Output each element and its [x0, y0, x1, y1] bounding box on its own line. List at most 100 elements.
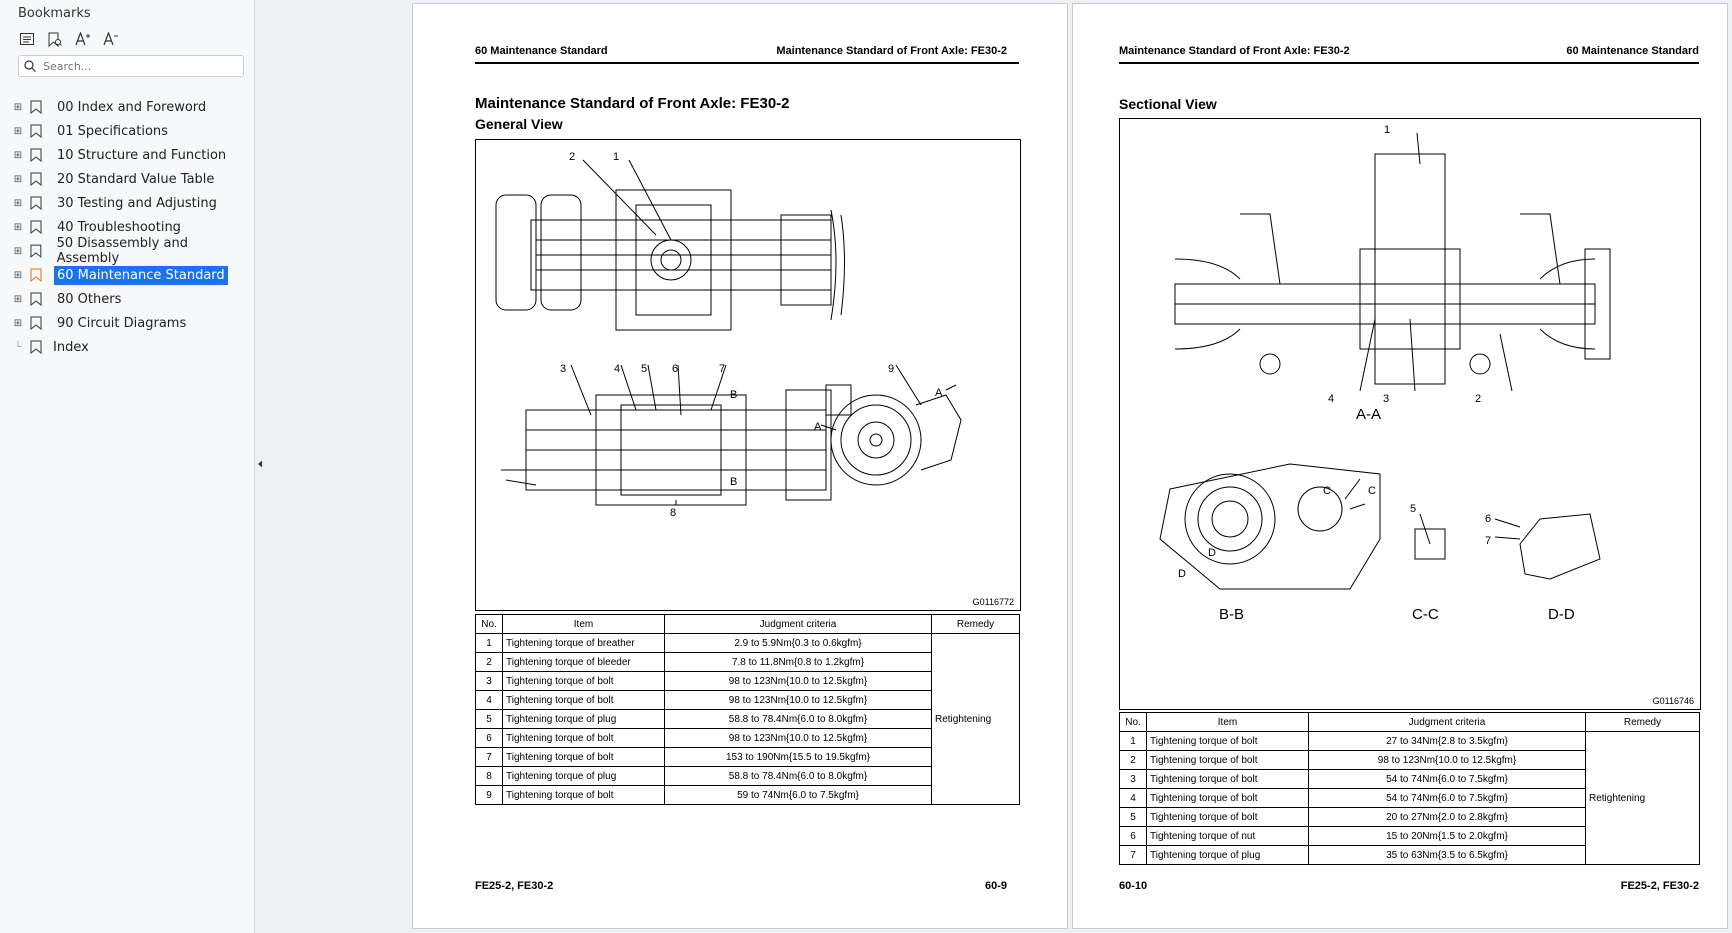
list-view-icon[interactable] [18, 30, 36, 48]
bookmark-label: 20 Standard Value Table [57, 171, 215, 187]
sectional-view-figure: 1 2 3 4 5 6 7 C C D D A-A B-B C-C D-D G0… [1119, 118, 1701, 710]
cell-no: 5 [475, 709, 503, 729]
cell-criteria: 54 to 74Nm{6.0 to 7.5kgfm} [1308, 788, 1586, 808]
cell-criteria: 59 to 74Nm{6.0 to 7.5kgfm} [664, 785, 932, 805]
expand-icon[interactable]: ⊞ [13, 317, 23, 329]
bookmark-10-structure[interactable]: ⊞ 10 Structure and Function [12, 143, 254, 167]
cell-no: 7 [475, 747, 503, 767]
col-remedy: Remedy [1585, 712, 1700, 732]
bookmark-icon [30, 100, 42, 114]
expand-icon[interactable]: ⊞ [13, 125, 23, 137]
search-input[interactable] [41, 58, 235, 74]
callout-4: 4 [614, 363, 620, 375]
bookmark-20-standard-value[interactable]: ⊞ 20 Standard Value Table [12, 167, 254, 191]
page-subtitle: General View [475, 116, 563, 132]
figure-code: G0116746 [1652, 696, 1694, 706]
callout-b-bottom: B [730, 476, 737, 488]
cell-no: 6 [475, 728, 503, 748]
bookmark-50-disassembly[interactable]: ⊞ 50 Disassembly and Assembly [12, 236, 254, 266]
cell-criteria: 98 to 123Nm{10.0 to 12.5kgfm} [664, 690, 932, 710]
cell-item: Tightening torque of bolt [1146, 750, 1309, 770]
increase-font-icon[interactable] [74, 30, 92, 48]
cell-criteria: 54 to 74Nm{6.0 to 7.5kgfm} [1308, 769, 1586, 789]
decrease-font-icon[interactable] [102, 30, 120, 48]
cell-item: Tightening torque of bolt [1146, 769, 1309, 789]
cell-item: Tightening torque of bolt [502, 785, 665, 805]
callout-3: 3 [560, 363, 566, 375]
page-60-9: 60 Maintenance Standard Maintenance Stan… [412, 3, 1068, 929]
expand-icon[interactable]: ⊞ [13, 101, 23, 113]
expand-icon[interactable]: ⊞ [13, 173, 23, 185]
bookmark-icon [30, 268, 42, 282]
callout-2: 2 [569, 151, 575, 163]
bookmark-label: 40 Troubleshooting [57, 219, 181, 235]
col-remedy: Remedy [931, 614, 1020, 634]
section-label-dd: D-D [1548, 606, 1575, 623]
bookmark-01-specifications[interactable]: ⊞ 01 Specifications [12, 119, 254, 143]
cell-item: Tightening torque of breather [502, 633, 665, 653]
bookmark-40-troubleshooting[interactable]: ⊞ 40 Troubleshooting [12, 215, 254, 239]
bookmark-icon [30, 172, 42, 186]
expand-icon[interactable]: ⊞ [13, 149, 23, 161]
cell-criteria: 58.8 to 78.4Nm{6.0 to 8.0kgfm} [664, 709, 932, 729]
col-criteria: Judgment criteria [1308, 712, 1586, 732]
cell-criteria: 58.8 to 78.4Nm{6.0 to 8.0kgfm} [664, 766, 932, 786]
cell-remedy: Retightening [1585, 731, 1700, 865]
callout-5: 5 [1410, 503, 1416, 515]
expand-icon[interactable]: ⊞ [13, 293, 23, 305]
callout-d-top: D [1208, 547, 1216, 559]
section-drawing: 1 2 3 4 5 6 7 C C D D A-A B-B C-C D-D [1159, 124, 1611, 623]
expand-icon[interactable]: ⊞ [13, 245, 23, 257]
bookmark-90-circuit[interactable]: ⊞ 90 Circuit Diagrams [12, 311, 254, 335]
cell-criteria: 7.8 to 11.8Nm{0.8 to 1.2kgfm} [664, 652, 932, 672]
callout-a-right: A [935, 387, 943, 399]
callout-b-top: B [730, 389, 737, 401]
bookmark-label: 00 Index and Foreword [57, 99, 207, 115]
callout-c-right: C [1368, 485, 1376, 497]
bookmark-icon [30, 148, 42, 162]
expand-icon[interactable]: ⊞ [13, 197, 23, 209]
bookmark-icon [30, 340, 42, 354]
cell-criteria: 2.9 to 5.9Nm{0.3 to 0.6kgfm} [664, 633, 932, 653]
bookmark-index[interactable]: └ Index [12, 335, 254, 359]
tree-line-icon: └ [14, 341, 22, 353]
cell-criteria: 153 to 190Nm{15.5 to 19.5kgfm} [664, 747, 932, 767]
bookmark-label: 50 Disassembly and Assembly [56, 236, 188, 266]
callout-9: 9 [888, 363, 894, 375]
header-rule [1119, 62, 1699, 64]
cell-item: Tightening torque of bolt [1146, 807, 1309, 827]
header-right: Maintenance Standard of Front Axle: FE30… [776, 45, 1007, 57]
callout-7: 7 [1485, 535, 1491, 547]
cell-no: 1 [475, 633, 503, 653]
bookmark-60-maintenance[interactable]: ⊞ 60 Maintenance Standard [12, 263, 254, 287]
bookmark-80-others[interactable]: ⊞ 80 Others [12, 287, 254, 311]
bookmark-search [18, 55, 244, 77]
cell-no: 1 [1119, 731, 1147, 751]
callout-a-left: A [814, 421, 822, 433]
section-label-aa: A-A [1356, 406, 1381, 423]
table-row: 1 Tightening torque of bolt 27 to 34Nm{2… [1119, 731, 1700, 865]
col-item: Item [1146, 712, 1309, 732]
expand-icon[interactable]: ⊞ [13, 221, 23, 233]
header-left: 60 Maintenance Standard [475, 45, 608, 57]
bookmark-30-testing[interactable]: ⊞ 30 Testing and Adjusting [12, 191, 254, 215]
expand-icon[interactable]: ⊞ [13, 269, 23, 281]
section-label-bb: B-B [1219, 606, 1244, 623]
callout-8: 8 [670, 507, 676, 519]
cell-no: 6 [1119, 826, 1147, 846]
bookmark-label: 01 Specifications [57, 123, 168, 139]
bookmark-icon [30, 196, 42, 210]
header-right: 60 Maintenance Standard [1566, 45, 1699, 57]
cell-criteria: 98 to 123Nm{10.0 to 12.5kgfm} [664, 728, 932, 748]
section-label-cc: C-C [1412, 606, 1439, 623]
cell-item: Tightening torque of nut [1146, 826, 1309, 846]
find-bookmark-icon[interactable] [46, 30, 64, 48]
bookmark-00-index[interactable]: ⊞ 00 Index and Foreword [12, 95, 254, 119]
